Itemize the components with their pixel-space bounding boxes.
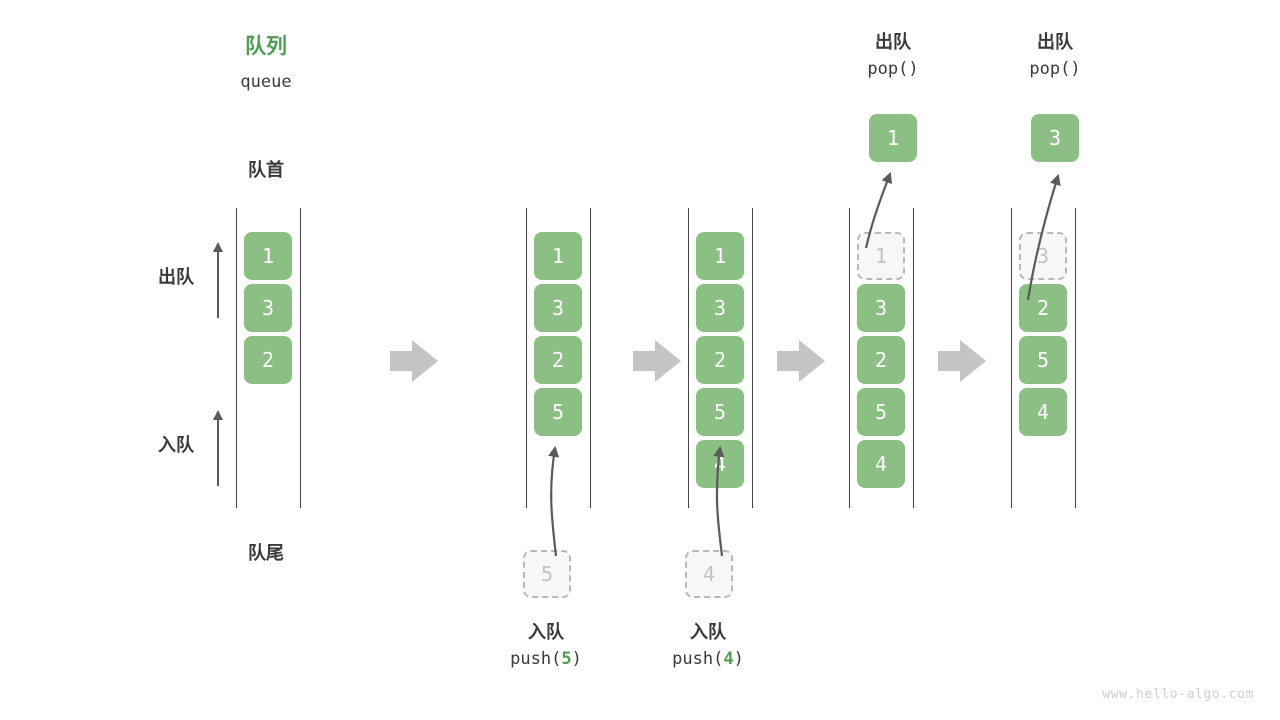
queue-cell: 3 [534, 284, 582, 332]
queue-head-label: 队首 [248, 160, 284, 181]
watermark: www.hello-algo.com [1102, 687, 1254, 702]
step-arrow-1 [390, 340, 438, 382]
queue-cell: 4 [696, 440, 744, 488]
queue-cell: 2 [696, 336, 744, 384]
diagram-title-cn: 队列 [245, 34, 287, 58]
queue-cell-ghost: 1 [857, 232, 905, 280]
popped-cell: 1 [869, 114, 917, 162]
step-arrow-4 [938, 340, 986, 382]
queue-cell: 2 [244, 336, 292, 384]
operation-name: 入队 [528, 622, 564, 643]
queue-cell: 4 [1019, 388, 1067, 436]
popped-cell: 3 [1031, 114, 1079, 162]
operation-argument: 5 [561, 649, 572, 669]
queue-rail [590, 208, 591, 508]
queue-rail [236, 208, 237, 508]
queue-cell: 3 [244, 284, 292, 332]
queue-cell-ghost: 3 [1019, 232, 1067, 280]
dequeue-direction-label: 出队 [158, 267, 194, 288]
operation-name: 出队 [875, 32, 911, 53]
queue-tail-label: 队尾 [248, 543, 284, 564]
queue-rail [300, 208, 301, 508]
enqueue-direction-label: 入队 [158, 435, 194, 456]
queue-cell: 1 [534, 232, 582, 280]
operation-call: pop() [1029, 59, 1081, 79]
diagram-title-en: queue [240, 72, 292, 92]
queue-cell: 3 [696, 284, 744, 332]
queue-rail [688, 208, 689, 508]
queue-rail [913, 208, 914, 508]
queue-cell: 2 [1019, 284, 1067, 332]
push-arrow-5 [548, 445, 560, 557]
operation-call: push(4) [672, 649, 744, 669]
operation-name: 入队 [690, 622, 726, 643]
pop-operation-label: 出队 pop() [803, 30, 983, 82]
pending-push-cell: 5 [523, 550, 571, 598]
queue-rail [849, 208, 850, 508]
step-arrow-3 [777, 340, 825, 382]
queue-cell: 2 [857, 336, 905, 384]
push-operation-label: 入队 push(4) [618, 620, 798, 672]
queue-cell: 5 [534, 388, 582, 436]
operation-call: push(5) [510, 649, 582, 669]
pending-push-cell: 4 [685, 550, 733, 598]
queue-rail [752, 208, 753, 508]
queue-cell: 5 [1019, 336, 1067, 384]
queue-cell: 5 [696, 388, 744, 436]
queue-cell: 1 [244, 232, 292, 280]
queue-cell: 3 [857, 284, 905, 332]
queue-cell: 1 [696, 232, 744, 280]
queue-cell: 5 [857, 388, 905, 436]
pop-operation-label: 出队 pop() [965, 30, 1145, 82]
queue-rail [1075, 208, 1076, 508]
operation-argument: 4 [723, 649, 734, 669]
queue-rail [526, 208, 527, 508]
queue-cell: 2 [534, 336, 582, 384]
queue-cell: 4 [857, 440, 905, 488]
push-operation-label: 入队 push(5) [456, 620, 636, 672]
operation-name: 出队 [1037, 32, 1073, 53]
queue-rail [1011, 208, 1012, 508]
operation-call: pop() [867, 59, 919, 79]
step-arrow-2 [633, 340, 681, 382]
